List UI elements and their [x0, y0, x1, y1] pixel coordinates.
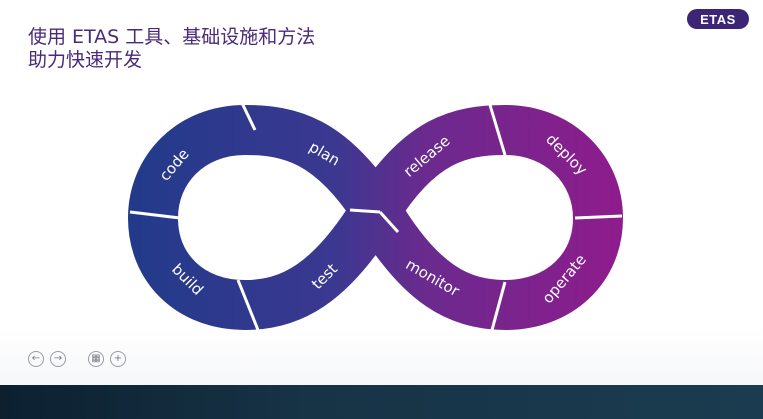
- title-line-2: 助力快速开发: [28, 49, 143, 71]
- left-loop: [127, 104, 398, 331]
- slide-navigation: ← → ▦ +: [28, 351, 126, 367]
- arrow-right-icon[interactable]: →: [50, 351, 66, 367]
- arrow-left-icon[interactable]: ←: [28, 351, 44, 367]
- title-line-1: 使用 ETAS 工具、基础设施和方法: [28, 26, 316, 48]
- footer-bar: [0, 385, 763, 419]
- etas-logo: ETAS: [687, 9, 749, 29]
- slide-grid-icon[interactable]: ▦: [88, 351, 104, 367]
- zoom-in-icon[interactable]: +: [110, 351, 126, 367]
- slide-title: 使用 ETAS 工具、基础设施和方法 助力快速开发: [28, 26, 315, 72]
